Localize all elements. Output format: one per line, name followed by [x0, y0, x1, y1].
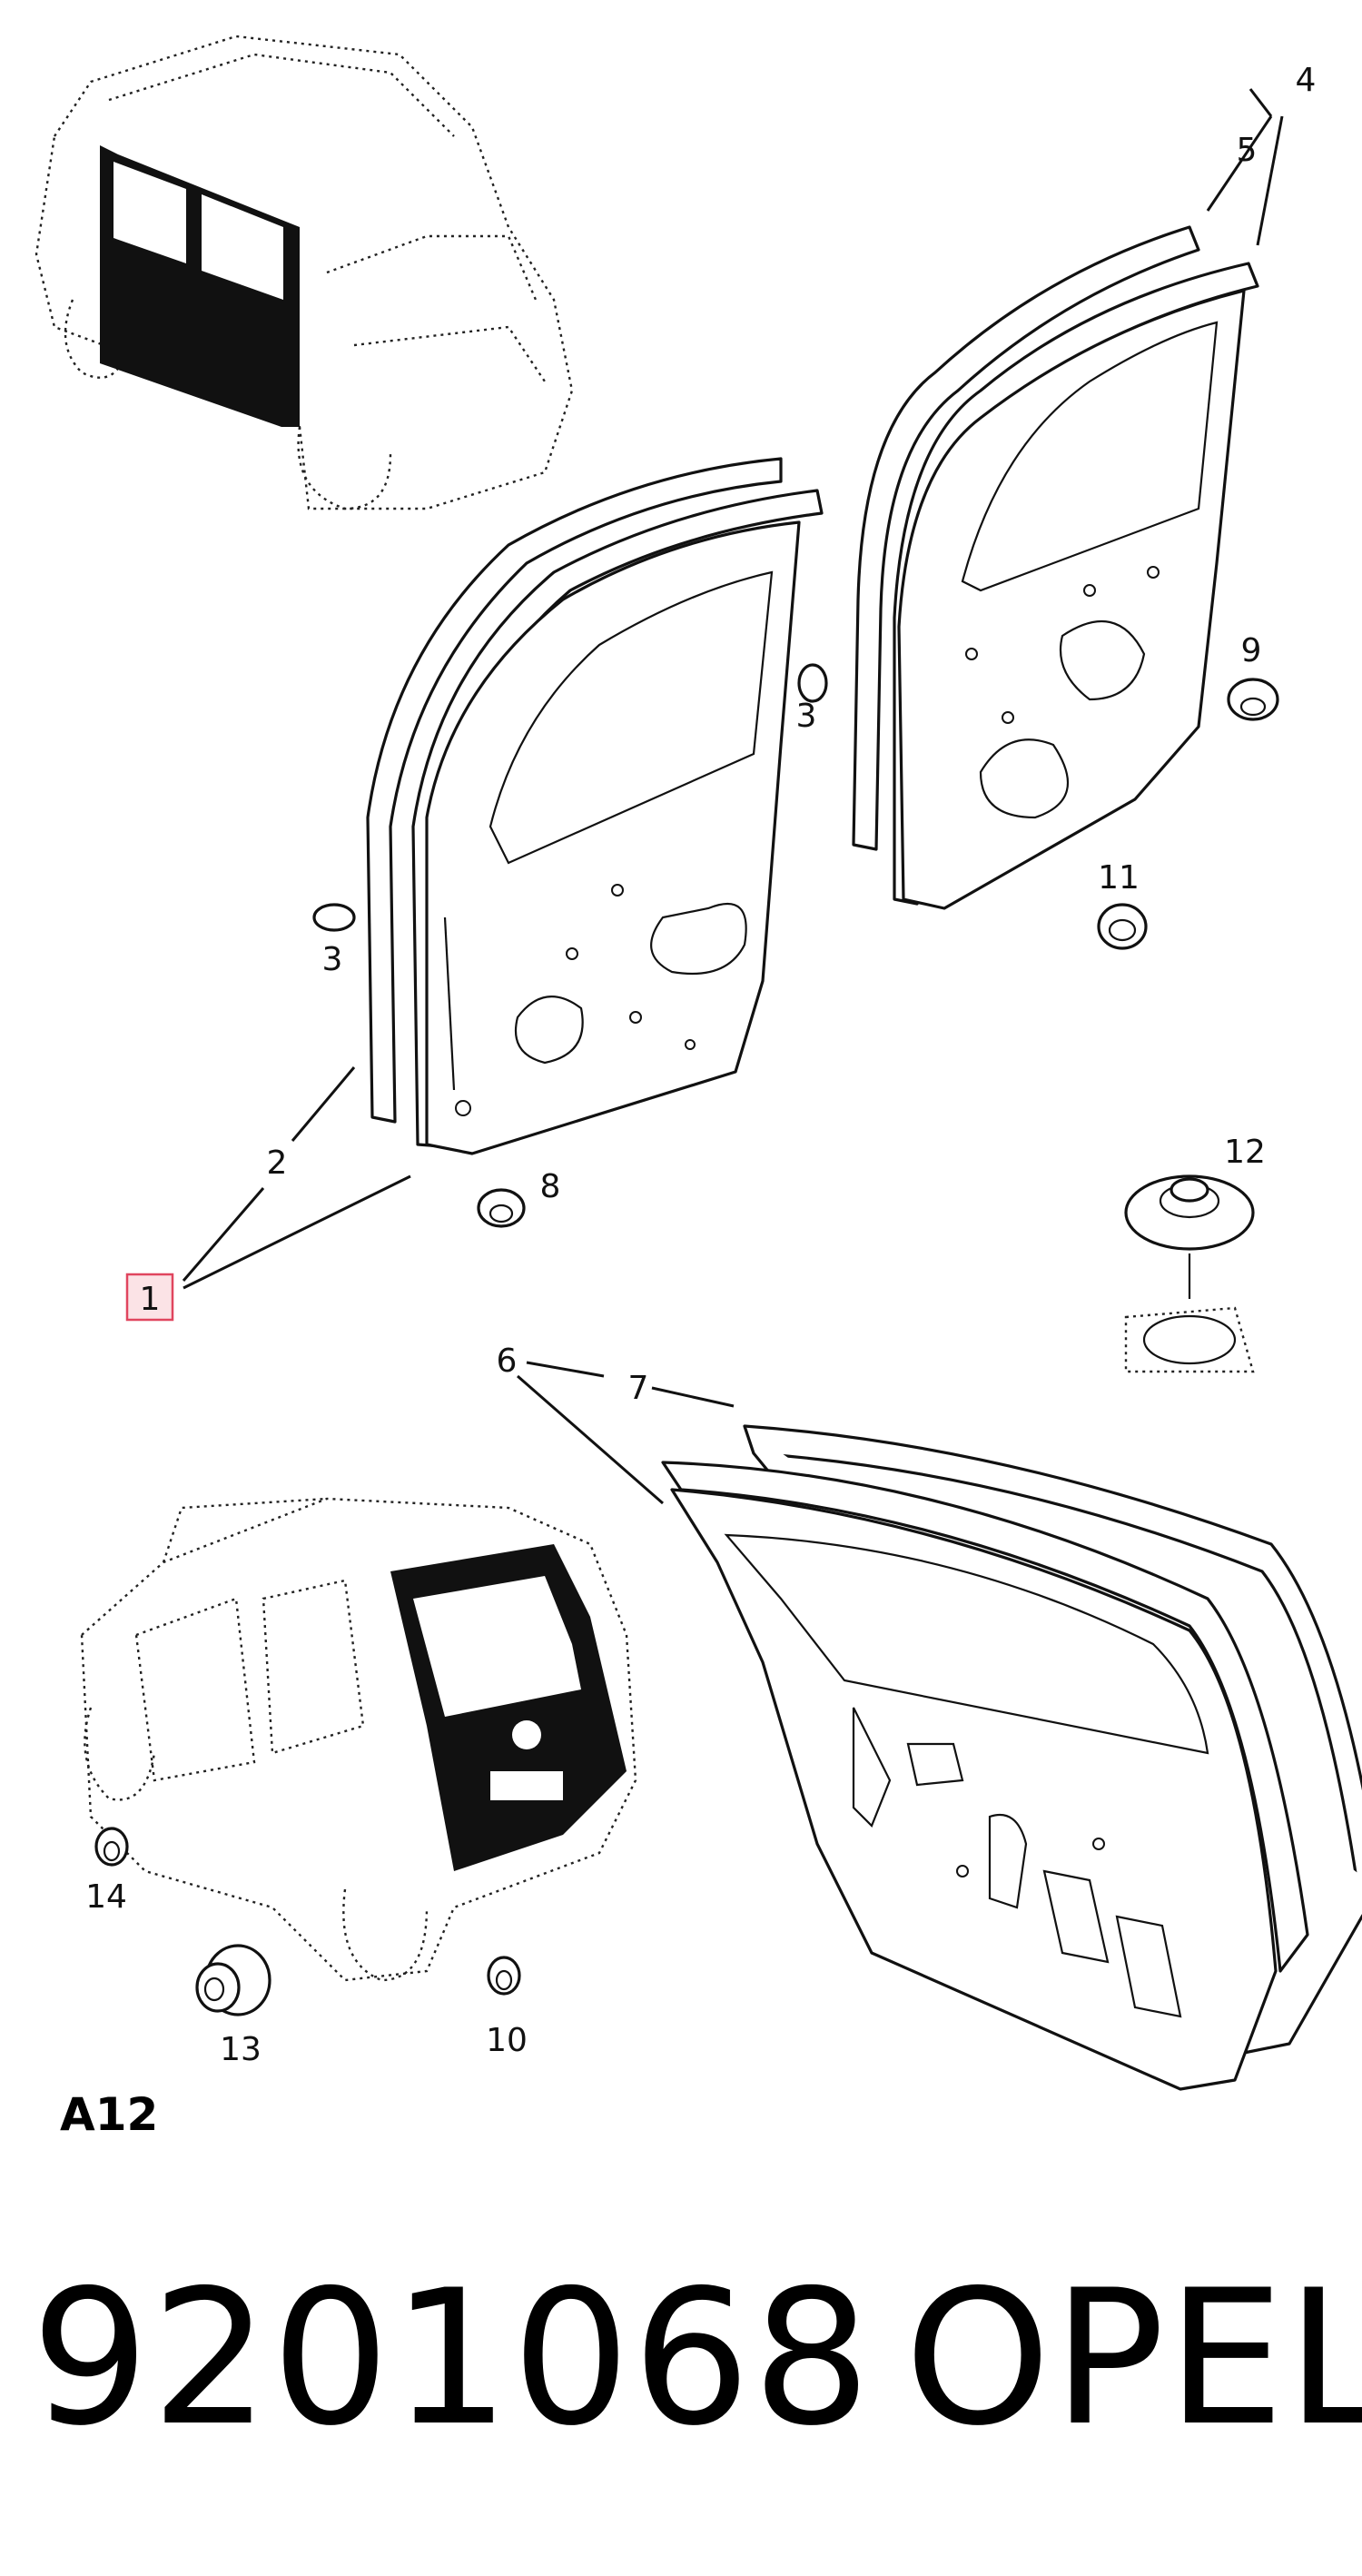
part-number: 9201068: [31, 2251, 873, 2467]
rear-door-seal-outer: [852, 225, 1200, 851]
callout-1: 1: [140, 1281, 161, 1318]
section-code: A12: [60, 2088, 158, 2141]
grommet-8: [477, 1188, 526, 1228]
front-door-panel: [425, 520, 801, 1155]
vehicle-rear-view: [80, 1497, 637, 1982]
callout-10: 10: [486, 2022, 528, 2059]
callout-1-box: 1: [125, 1273, 174, 1322]
callout-14: 14: [85, 1878, 127, 1916]
grommet-11: [1097, 903, 1148, 950]
callout-7: 7: [628, 1370, 649, 1407]
brand-name: OPEL: [904, 2251, 1362, 2467]
callout-11: 11: [1098, 859, 1140, 897]
callout-6: 6: [497, 1342, 518, 1380]
callout-13: 13: [220, 2031, 262, 2068]
callout-5: 5: [1237, 132, 1258, 169]
vehicle-side-view: [35, 35, 574, 510]
callout-12: 12: [1224, 1134, 1266, 1171]
callout-8: 8: [540, 1168, 561, 1205]
callout-2: 2: [267, 1144, 288, 1182]
callout-9: 9: [1241, 632, 1262, 669]
cap-12: [1124, 1174, 1255, 1373]
callout-3-right: 3: [796, 698, 817, 735]
front-door-seal-outer: [366, 457, 783, 1124]
leader-lines: [182, 88, 1284, 1505]
bush-13: [195, 1944, 271, 2016]
grommet-9: [1227, 678, 1279, 721]
plug-3-left: [312, 903, 356, 932]
callout-3-left: 3: [322, 941, 343, 978]
plug-3-right: [797, 663, 828, 703]
tailgate-panel: [670, 1488, 1278, 2091]
grommet-14: [94, 1827, 129, 1867]
tailgate-seal-inner: [661, 1461, 1309, 1973]
grommet-10: [487, 1956, 521, 1996]
callout-4: 4: [1296, 62, 1317, 99]
rear-door-panel: [897, 289, 1246, 910]
